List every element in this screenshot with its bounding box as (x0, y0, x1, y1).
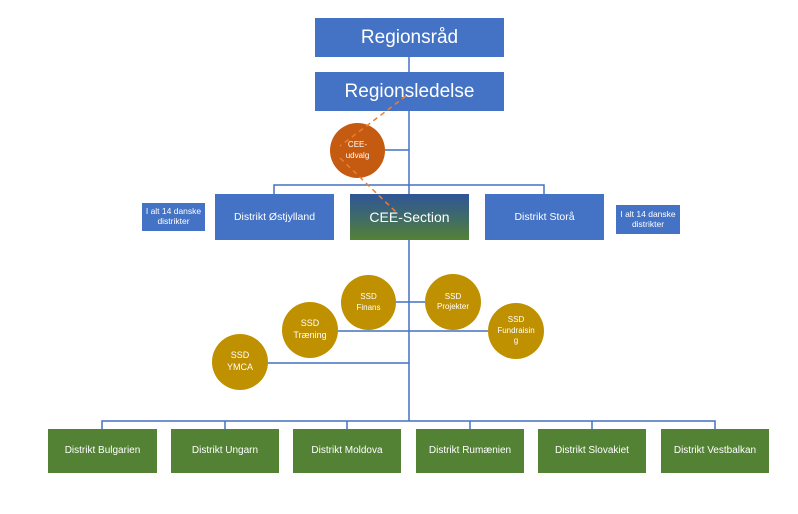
district-vestbalkan-box[interactable]: Distrikt Vestbalkan (661, 429, 769, 473)
district-rumaenien-label: Distrikt Rumænien (428, 445, 512, 457)
ssd-projekter-circle[interactable]: SSD Projekter (425, 274, 481, 330)
ssd-fundraising-label: SSD Fundraisin g (497, 315, 535, 346)
district-ungarn-box[interactable]: Distrikt Ungarn (171, 429, 279, 473)
ssd-traening-label: SSD Træning (293, 318, 327, 340)
district-slovakiet-box[interactable]: Distrikt Slovakiet (538, 429, 646, 473)
ssd-fundraising-circle[interactable]: SSD Fundraisin g (488, 303, 544, 359)
regionsledelse-box[interactable]: Regionsledelse (315, 72, 504, 111)
district-slovakiet-label: Distrikt Slovakiet (555, 445, 629, 457)
district-moldova-box[interactable]: Distrikt Moldova (293, 429, 401, 473)
cee-udvalg-label: CEE- udvalg (345, 140, 370, 160)
ostjylland-label: Distrikt Østjylland (233, 210, 316, 223)
ssd-traening-circle[interactable]: SSD Træning (282, 302, 338, 358)
district-vestbalkan-label: Distrikt Vestbalkan (673, 445, 757, 457)
connector-districts (101, 420, 716, 429)
left-note-label: I alt 14 danske distrikter (145, 206, 202, 226)
ssd-ymca-label: SSD YMCA (226, 350, 253, 372)
district-bulgarien-box[interactable]: Distrikt Bulgarien (48, 429, 157, 473)
regionsledelse-label: Regionsledelse (344, 80, 475, 102)
stora-label: Distrikt Storå (514, 210, 575, 223)
district-moldova-label: Distrikt Moldova (311, 445, 383, 457)
right-note-label: I alt 14 danske distrikter (620, 208, 676, 229)
cee-section-label: CEE-Section (369, 208, 450, 225)
ssd-finans-circle[interactable]: SSD Finans (341, 275, 396, 330)
district-ungarn-label: Distrikt Ungarn (191, 445, 259, 457)
stora-box[interactable]: Distrikt Storå (485, 194, 604, 240)
cee-udvalg-circle[interactable]: CEE- udvalg (330, 123, 385, 178)
ssd-ymca-circle[interactable]: SSD YMCA (212, 334, 268, 390)
district-bulgarien-label: Distrikt Bulgarien (64, 445, 141, 457)
ssd-projekter-label: SSD Projekter (436, 291, 469, 311)
ostjylland-box[interactable]: Distrikt Østjylland (215, 194, 334, 240)
regionsraad-box[interactable]: Regionsråd (315, 18, 504, 57)
regionsraad-label: Regionsråd (360, 26, 459, 48)
right-note-box[interactable]: I alt 14 danske distrikter (616, 205, 680, 234)
district-rumaenien-box[interactable]: Distrikt Rumænien (416, 429, 524, 473)
connector-level2 (273, 184, 545, 194)
left-note-box[interactable]: I alt 14 danske distrikter (142, 203, 205, 231)
ssd-finans-label: SSD Finans (356, 292, 381, 312)
cee-section-box[interactable]: CEE-Section (350, 194, 469, 240)
